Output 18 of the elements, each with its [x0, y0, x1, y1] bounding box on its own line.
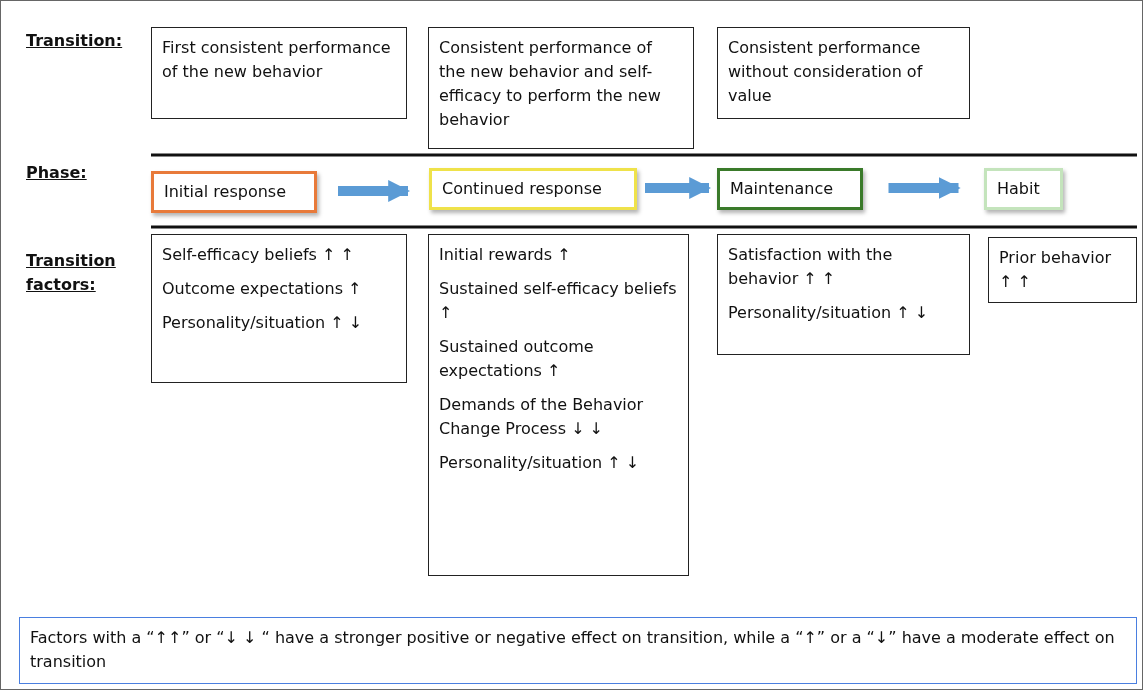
row-heading: Phase:	[26, 162, 87, 184]
arrow	[338, 180, 411, 202]
arrow	[645, 177, 712, 199]
text-box: Satisfaction with the behavior ↑ ↑ Personality/situation ↑ ↓	[717, 234, 970, 355]
row-heading: Transition factors:	[26, 250, 117, 296]
text-box: Self-efficacy beliefs ↑ ↑ Outcome expectations ↑ Personality/situation ↑ ↓	[151, 234, 407, 383]
row-heading: Transition:	[26, 30, 123, 52]
note-box: Factors with a “↑↑” or “↓ ↓ “ have a stronger positive or negative effect on transition, while a “↑” or a “↓” have a moderate effect on transition	[19, 617, 1137, 684]
phase-box: Maintenance	[717, 168, 863, 210]
phase-box: Continued response	[429, 168, 637, 210]
text-box: Prior behavior ↑ ↑	[988, 237, 1137, 303]
text-box: Consistent performance of the new behavior and self-efficacy to perform the new behavior	[428, 27, 694, 149]
phase-box: Initial response	[151, 171, 317, 213]
phase-box: Habit	[984, 168, 1063, 210]
text-box: Consistent performance without consideration of value	[717, 27, 970, 119]
arrow	[888, 177, 961, 199]
text-box: Initial rewards ↑ Sustained self-efficacy beliefs ↑ Sustained outcome expectations ↑ Demands of the Behavior Change Process ↓ ↓ Personality/situation ↑ ↓	[428, 234, 689, 576]
text-box: First consistent performance of the new behavior	[151, 27, 407, 119]
